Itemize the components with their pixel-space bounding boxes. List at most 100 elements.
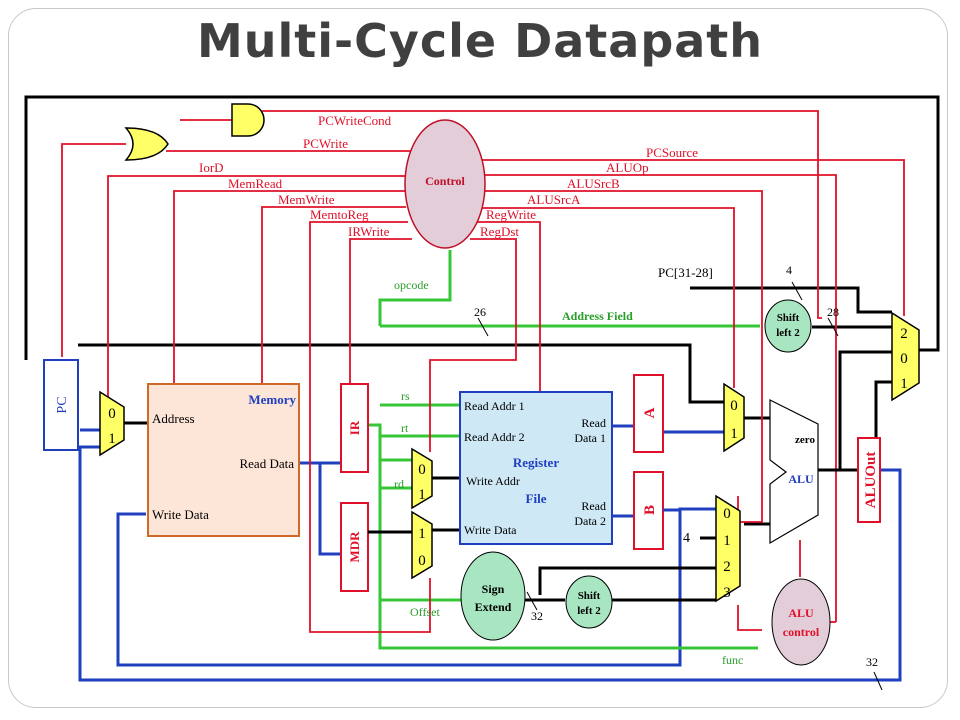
alusrcb-tap-line	[737, 605, 762, 631]
opcode-bus	[378, 250, 452, 326]
pcsource-mux-in-2: 2	[900, 326, 908, 342]
alusrca-mux-in-1: 1	[730, 426, 738, 442]
regdst-mux-in-1: 1	[418, 487, 426, 503]
offset-label: Offset	[410, 605, 440, 619]
alusrcb-mux-in-0: 0	[723, 506, 731, 522]
register-a-label: A	[642, 407, 658, 418]
width-slashes	[477, 281, 883, 691]
alusrcb-mux-in-2: 2	[723, 559, 731, 575]
read-data-1-port-a: Read	[581, 416, 606, 430]
width-28-label: 28	[827, 305, 839, 319]
ir-label: IR	[347, 420, 362, 435]
register-a	[633, 374, 664, 453]
slash-4-top	[791, 281, 803, 301]
memwrite-line	[261, 206, 406, 384]
control-lines	[61, 110, 905, 633]
aluout-register	[857, 437, 881, 523]
memtoreg-mux-in-0: 0	[418, 553, 426, 569]
iord-mux	[99, 390, 125, 457]
irwrite-line	[349, 238, 412, 384]
aluop-label: ALUOp	[606, 160, 649, 175]
alusrca-label: ALUSrcA	[527, 192, 581, 207]
memory-title: Memory	[248, 392, 296, 407]
pc-top-loop-wire	[24, 95, 940, 360]
memtoreg-label: MemtoReg	[310, 207, 369, 222]
width-32-sign-label: 32	[531, 609, 543, 623]
mdr-label: MDR	[347, 531, 362, 563]
shift-left-top-line1: Shift	[777, 312, 800, 324]
pc-register	[43, 359, 79, 451]
pcsource-label: PCSource	[646, 145, 698, 160]
alu-label: ALU	[788, 472, 814, 486]
iord-line	[107, 175, 410, 400]
ir-register	[340, 383, 369, 473]
alu-control-line1: ALU	[788, 606, 814, 620]
alusrca-mux-in-0: 0	[730, 398, 738, 414]
pcsource-mux-in-0: 0	[900, 351, 908, 367]
write-addr-port: Write Addr	[466, 474, 520, 488]
register-file-name-1: Register	[513, 455, 559, 470]
aluout-loop-wire	[78, 445, 902, 682]
shift-left-top-line2: left 2	[776, 327, 800, 339]
pc-to-alusrca-wire	[78, 343, 724, 404]
page-title: Multi-Cycle Datapath	[196, 14, 764, 68]
regdst-mux	[411, 447, 433, 510]
pcwritecond-label: PCWriteCond	[318, 113, 392, 128]
pcwrite-label: PCWrite	[303, 136, 348, 151]
memory-write-data-port: Write Data	[152, 507, 209, 522]
regdst-line	[429, 238, 517, 452]
pcsource-mux	[891, 311, 920, 402]
alu-control-line2: control	[783, 625, 820, 639]
regwrite-line	[476, 221, 541, 392]
alusrcb-mux-in-3: 3	[723, 585, 731, 601]
irwrite-label: IRWrite	[348, 224, 390, 239]
rs-label: rs	[401, 389, 410, 403]
or-gate	[124, 127, 169, 161]
register-file-ports: Read Addr 1 Read Addr 2 Write Addr Write…	[464, 399, 606, 537]
opcode-label: opcode	[394, 278, 429, 292]
register-b	[633, 471, 664, 550]
pc-label: PC	[55, 396, 70, 413]
sign-extend-to-shift-wire	[538, 566, 716, 595]
or-to-pc-line	[61, 143, 126, 357]
sign-extend-line2: Extend	[475, 600, 512, 614]
rd-label: rd	[394, 477, 404, 491]
const-four-label: 4	[683, 531, 690, 546]
width-4-label: 4	[786, 263, 792, 277]
alu	[769, 399, 819, 545]
blue-buses	[78, 424, 902, 682]
alu-control-unit	[771, 578, 831, 666]
slash-32-sign	[526, 591, 538, 611]
b-to-write-data-wire	[116, 507, 716, 667]
register-b-label: B	[642, 505, 658, 515]
black-buses	[24, 95, 940, 602]
pcsource-line	[480, 159, 905, 316]
and-gate	[231, 103, 265, 137]
register-file	[459, 391, 613, 545]
regwrite-label: RegWrite	[486, 207, 536, 222]
memread-label: MemRead	[228, 176, 283, 191]
pc-upper-wire	[690, 286, 892, 314]
rt-label: rt	[401, 421, 409, 435]
alusrcb-label: ALUSrcB	[567, 176, 620, 191]
aluop-line	[484, 174, 837, 622]
memwrite-label: MemWrite	[278, 192, 335, 207]
alusrca-line	[482, 207, 735, 388]
bus-labels: opcode rs rt rd Offset func Address Fiel…	[394, 263, 878, 669]
pcwritecond-zero-line	[415, 110, 822, 319]
mdr-register	[340, 502, 369, 592]
control-taps	[737, 605, 836, 631]
alu-to-pcsource-wire	[838, 350, 892, 470]
memory-read-to-ir-mdr-wire	[299, 461, 341, 556]
iord-mux-in-0: 0	[108, 406, 116, 422]
sign-extend-line1: Sign	[482, 582, 505, 596]
iord-label: IorD	[199, 160, 224, 175]
control-signal-labels: PCWriteCond PCWrite IorD MemRead MemWrit…	[199, 113, 698, 239]
memory-unit	[147, 383, 300, 537]
shift-left-bottom-line2: left 2	[577, 605, 601, 617]
memory-address-port: Address	[152, 411, 195, 426]
read-data-2-port-a: Read	[581, 499, 606, 513]
aluout-label: ALUOut	[863, 452, 879, 509]
